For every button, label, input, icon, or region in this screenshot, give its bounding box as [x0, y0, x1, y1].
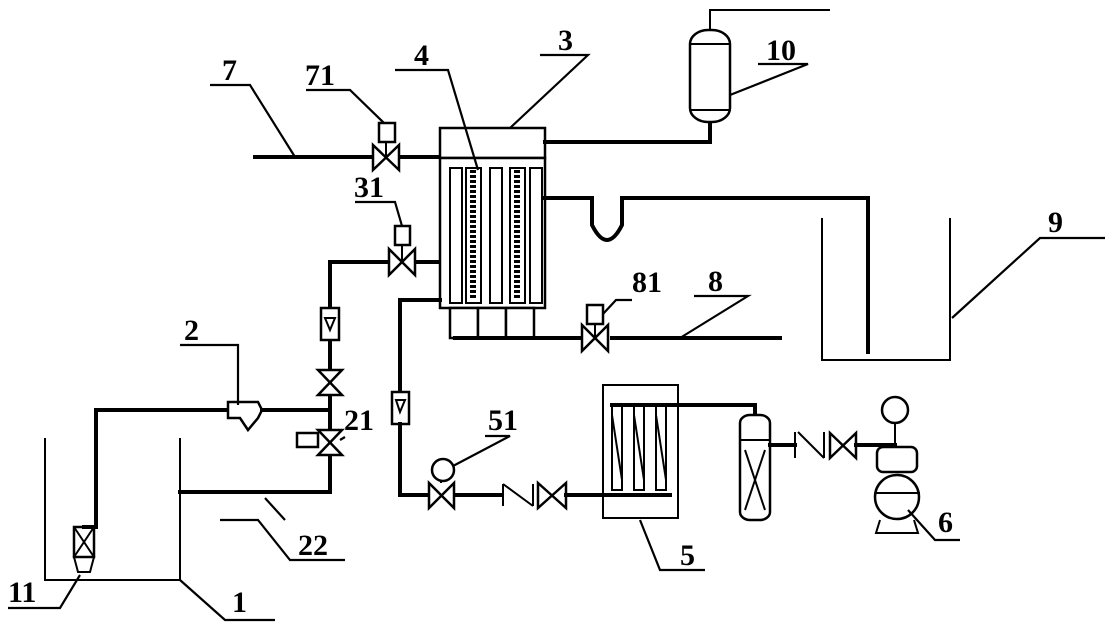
label-71: 71	[305, 59, 335, 92]
pump-outlet-pipe	[82, 408, 230, 529]
label-6: 6	[938, 506, 953, 539]
submersible-pump-11	[72, 525, 96, 573]
label-31: 31	[354, 171, 384, 204]
solenoid-valve-81	[580, 303, 610, 355]
check-valve-2	[226, 400, 264, 433]
label-11: 11	[8, 576, 36, 609]
solenoid-valve-71	[371, 121, 401, 173]
check-valve-horizontal	[502, 483, 534, 507]
three-way-valve-21	[295, 428, 345, 457]
gas-separator-10	[688, 28, 732, 124]
label-9: 9	[1048, 206, 1063, 239]
compressor-6	[873, 395, 921, 534]
label-3: 3	[558, 24, 573, 57]
label-81: 81	[632, 266, 662, 299]
label-4: 4	[414, 39, 429, 72]
manual-valve-horizontal	[536, 480, 568, 511]
check-valve-2b	[797, 431, 825, 459]
tank-9	[821, 218, 951, 361]
flowmeter-left	[319, 306, 341, 342]
flowmeter-right	[390, 390, 411, 426]
reactor-3	[438, 126, 547, 340]
label-51: 51	[488, 404, 518, 437]
label-1: 1	[232, 586, 247, 619]
label-21: 21	[344, 404, 374, 437]
solenoid-valve-31	[387, 224, 417, 279]
leader-lines	[8, 53, 1105, 622]
filter-column	[738, 413, 772, 522]
label-7: 7	[222, 54, 237, 87]
pipe-22	[178, 456, 332, 494]
label-22: 22	[298, 529, 328, 562]
label-8: 8	[708, 265, 723, 298]
gauge-valve-51	[427, 457, 456, 512]
label-2: 2	[184, 314, 199, 347]
label-10: 10	[766, 34, 796, 67]
tank-1	[44, 438, 181, 581]
label-5: 5	[680, 539, 695, 572]
manual-valve-vertical	[315, 368, 345, 397]
manual-valve-3	[828, 430, 858, 461]
gas-line	[543, 120, 712, 144]
